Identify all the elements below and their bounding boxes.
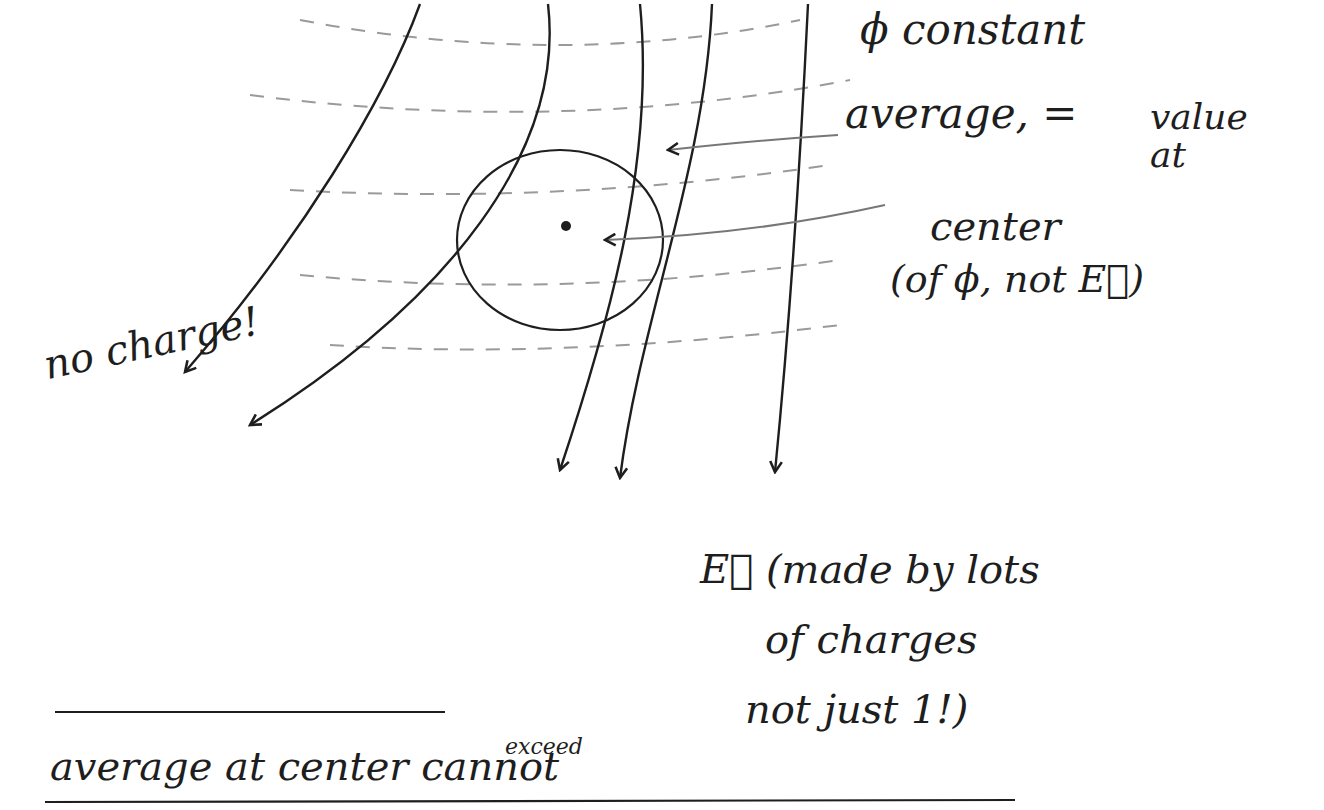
averaging-sphere bbox=[457, 150, 663, 330]
equipotential-lines bbox=[250, 20, 850, 350]
leader-lines bbox=[605, 135, 885, 240]
note-text: of charges bbox=[765, 618, 978, 660]
note-text: ϕ constant bbox=[860, 8, 1085, 52]
note-text: average at center cannot bbox=[50, 745, 559, 787]
note-text: center bbox=[930, 205, 1061, 247]
note-text: E⃗ (made by lots bbox=[700, 548, 1040, 590]
note-text: value at bbox=[1150, 98, 1270, 174]
note-text: (of ϕ, not E⃗) bbox=[890, 260, 1144, 300]
note-text: no charge! bbox=[40, 299, 263, 386]
note-text: average, = bbox=[845, 92, 1077, 136]
field-lines bbox=[185, 4, 808, 478]
center-point bbox=[561, 221, 571, 231]
note-text: not just 1!) bbox=[745, 688, 968, 730]
